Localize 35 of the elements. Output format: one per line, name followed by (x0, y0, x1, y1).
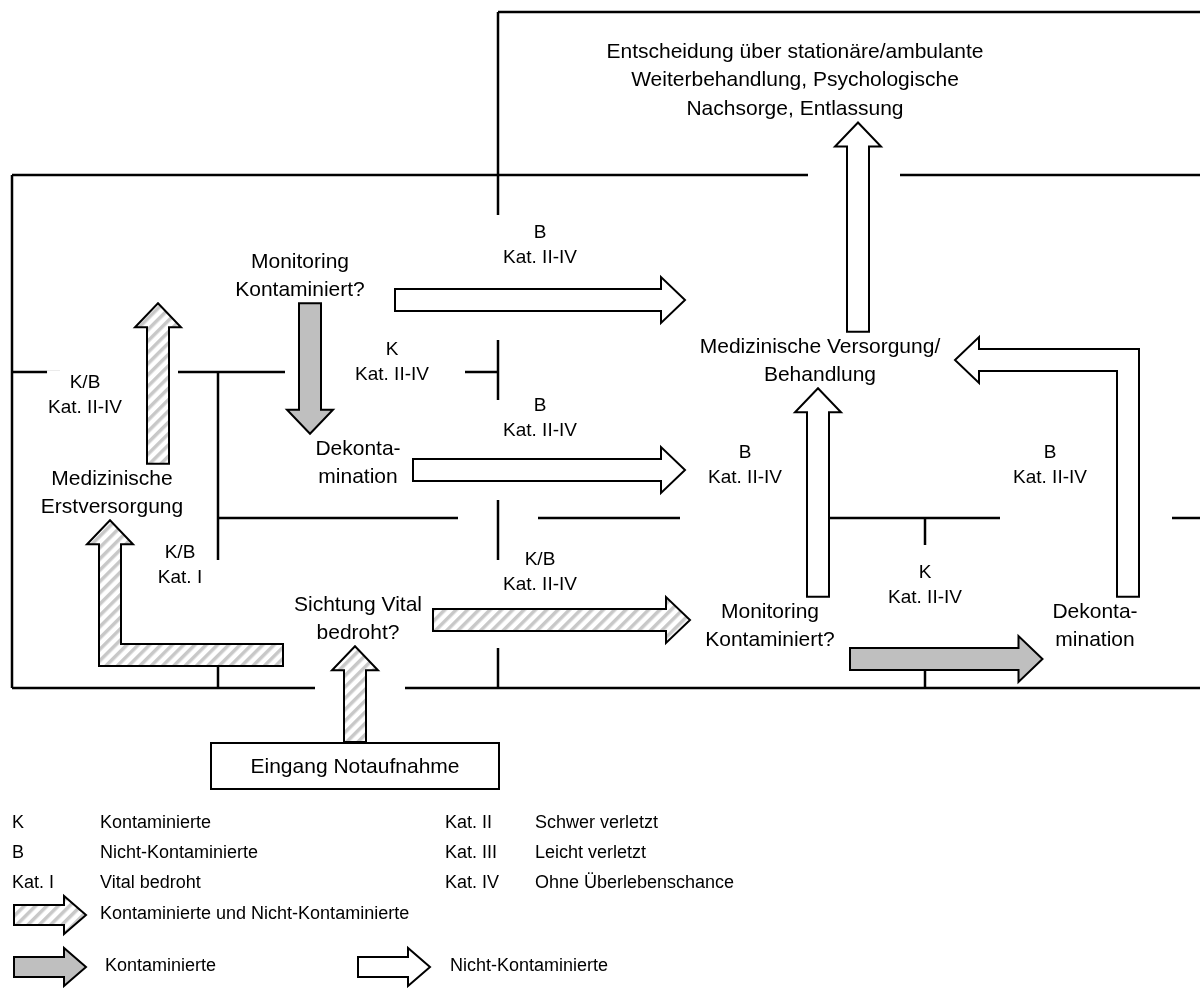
abbreviation-label: Kat. III (445, 842, 498, 863)
room-label: Dekonta- mination (303, 433, 413, 491)
abbreviation-label: Kat. I (12, 872, 55, 893)
room-label: Sichtung Vital bedroht? (283, 589, 433, 647)
legend-label: Kontaminierte (105, 955, 217, 976)
block-arrow (84, 518, 284, 667)
block-arrow (329, 644, 381, 743)
room-label: Medizinische Versorgung/ Behandlung (685, 331, 955, 389)
legend-label: Nicht-Kontaminierte (450, 955, 609, 976)
block-arrow (832, 121, 884, 333)
block-arrow (412, 444, 687, 496)
definition-label: Leicht verletzt (535, 842, 647, 863)
block-arrow (792, 386, 844, 598)
legend-label: Kontaminierte und Nicht-Kontaminierte (100, 903, 410, 924)
abbreviation-label: K (12, 812, 24, 833)
abbreviation-label: Kat. IV (445, 872, 500, 893)
definition-label: Schwer verletzt (535, 812, 659, 833)
room-label: Medizinische Erstversorgung (17, 463, 207, 521)
room-label: Monitoring Kontaminiert? (690, 596, 850, 654)
block-arrow (432, 594, 692, 646)
room-label: Entscheidung über stationäre/ambulante Weiterbehandlung, Psychologische Nachsorge, Entlassung (592, 37, 998, 123)
abbreviation-label: Kat. II (445, 812, 493, 833)
definition-label: Kontaminierte (100, 812, 212, 833)
definition-label: Ohne Überlebenschance (535, 872, 735, 893)
room-label: Dekonta- mination (1042, 596, 1148, 654)
block-arrow (953, 334, 1140, 598)
entrance-box: Eingang Notaufnahme (210, 742, 500, 790)
block-arrow (132, 301, 184, 465)
definition-label: Nicht-Kontaminierte (100, 842, 259, 863)
block-arrow (394, 274, 687, 326)
abbreviation-label: B (12, 842, 24, 863)
definition-label: Vital bedroht (100, 872, 201, 893)
block-arrow (284, 302, 336, 436)
room-label: Monitoring Kontaminiert? (205, 246, 395, 304)
block-arrow (849, 633, 1044, 685)
